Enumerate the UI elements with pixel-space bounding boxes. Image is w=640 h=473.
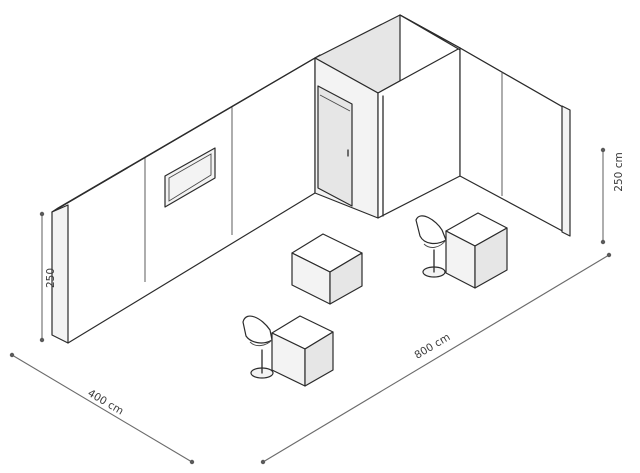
label-right-height: 250 cm bbox=[613, 152, 625, 191]
counter-front bbox=[271, 315, 334, 387]
counter-back bbox=[445, 212, 508, 289]
storage-door bbox=[317, 85, 353, 207]
left-back-wall bbox=[51, 54, 321, 344]
bar-stool-front bbox=[242, 315, 274, 379]
right-back-wall bbox=[399, 14, 571, 237]
dimension-left-height bbox=[39, 211, 45, 343]
label-left-height: 250 bbox=[45, 268, 57, 288]
dimension-depth bbox=[9, 352, 195, 465]
bar-stool-back bbox=[415, 215, 447, 278]
dimension-length bbox=[260, 252, 612, 465]
wall-screen bbox=[164, 147, 216, 208]
label-length: 800 cm bbox=[412, 331, 452, 362]
dimension-right-height bbox=[600, 147, 606, 245]
cube-stool bbox=[291, 233, 363, 305]
